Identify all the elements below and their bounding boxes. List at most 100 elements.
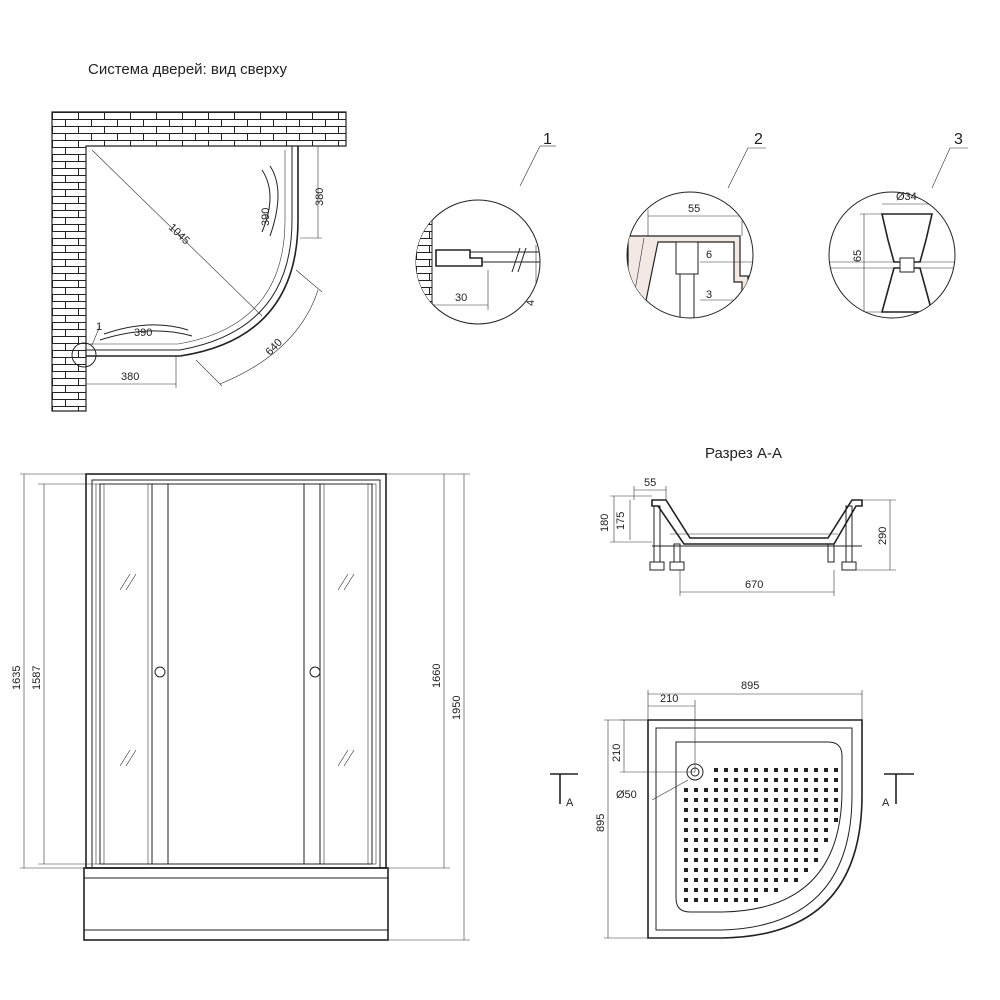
anti-slip-dot [744,788,748,792]
anti-slip-dot [794,848,798,852]
anti-slip-dot [774,868,778,872]
anti-slip-dot [804,828,808,832]
anti-slip-dot [744,868,748,872]
anti-slip-dot [834,798,838,802]
anti-slip-dot [814,818,818,822]
shower-base [83,867,389,941]
section-dim-h-inner: 175 [615,512,627,530]
anti-slip-dot [754,768,758,772]
anti-slip-dot [694,828,698,832]
anti-slip-dot [744,878,748,882]
brick-wall [51,111,347,412]
anti-slip-dot [794,778,798,782]
anti-slip-dot [714,878,718,882]
anti-slip-dot [684,878,688,882]
anti-slip-dot [764,848,768,852]
anti-slip-dot [764,858,768,862]
left-door [151,483,169,865]
anti-slip-dot [734,858,738,862]
anti-slip-dot [714,818,718,822]
anti-slip-dot [714,828,718,832]
door-arc-right [269,165,279,237]
anti-slip-dot [694,838,698,842]
anti-slip-dot [744,838,748,842]
door-arc-bottom [99,330,193,341]
dim-fixed-arc: 640 [264,337,285,359]
dim-left-inner: 1587 [31,666,43,690]
anti-slip-dot [764,808,768,812]
anti-slip-dot [764,828,768,832]
anti-slip-dot [784,818,788,822]
anti-slip-dot [744,848,748,852]
right-fixed-panel [319,483,373,865]
anti-slip-dot [744,798,748,802]
detail-3-dim-b: 65 [852,250,864,262]
detail-3-dim-a: Ø34 [896,191,917,203]
anti-slip-dot [774,828,778,832]
detail-1-dim-b: 4 [525,300,537,306]
dim-left-outer: 1635 [11,666,23,690]
anti-slip-dot [784,878,788,882]
anti-slip-dot [754,848,758,852]
anti-slip-dot [794,868,798,872]
anti-slip-dot [744,818,748,822]
anti-slip-dot [754,788,758,792]
tray-dim-width: 895 [741,680,759,692]
svg-text:A: A [882,797,890,809]
anti-slip-dot [804,798,808,802]
tray-dim-drain-diameter: Ø50 [616,789,637,801]
anti-slip-dot [724,868,728,872]
anti-slip-dot [734,818,738,822]
tray-inner-basin [675,741,843,913]
anti-slip-dot [734,798,738,802]
anti-slip-dot [774,818,778,822]
anti-slip-dot [704,848,708,852]
anti-slip-dot [734,898,738,902]
tray-dim-drain-y: 210 [611,744,623,762]
front-view: 1635 1587 1660 1950 [11,473,470,941]
anti-slip-dot [744,778,748,782]
dim-arc-640 [219,289,319,385]
left-fixed-panel [99,483,153,865]
anti-slip-dot [724,858,728,862]
anti-slip-dot [814,808,818,812]
section-dim-base: 670 [745,579,763,591]
anti-slip-dot [714,788,718,792]
anti-slip-dot [714,858,718,862]
anti-slip-dot [784,868,788,872]
anti-slip-dot [794,808,798,812]
anti-slip-dot [704,888,708,892]
dim-door-arc-right: 390 [260,208,272,226]
anti-slip-dot [734,778,738,782]
anti-slip-dot [774,798,778,802]
anti-slip-dot [764,818,768,822]
callout-circle [71,342,97,368]
anti-slip-dot [724,888,728,892]
detail-3: 3 Ø34 65 [828,131,968,319]
anti-slip-dot [714,888,718,892]
center-panel [167,483,305,865]
anti-slip-dot [734,888,738,892]
detail-2-label: 2 [754,131,763,148]
anti-slip-dot [744,768,748,772]
section-mark-right: A [882,773,914,809]
anti-slip-dot [784,798,788,802]
anti-slip-dot [804,838,808,842]
anti-slip-dot [734,828,738,832]
anti-slip-dot [764,778,768,782]
anti-slip-dot [734,768,738,772]
anti-slip-dot [794,768,798,772]
anti-slip-dot [714,868,718,872]
anti-slip-dot [824,768,828,772]
anti-slip-dot [814,778,818,782]
anti-slip-dot [724,818,728,822]
anti-slip-dot [694,798,698,802]
anti-slip-dot [784,848,788,852]
anti-slip-dot [764,878,768,882]
anti-slip-dot [754,828,758,832]
anti-slip-dot [804,848,808,852]
anti-slip-dot [744,828,748,832]
anti-slip-dot [694,868,698,872]
anti-slip-dot [804,778,808,782]
anti-slip-dot [694,788,698,792]
